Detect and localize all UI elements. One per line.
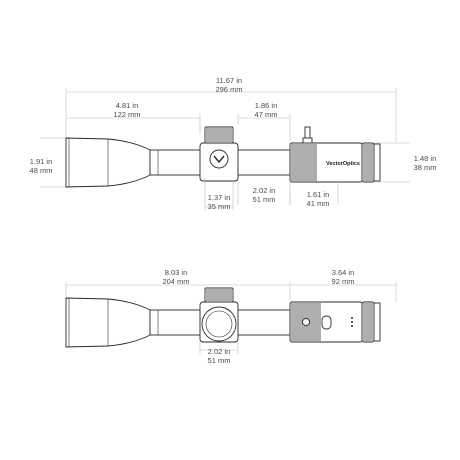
mounting-length-dimension: 2.02 in 51 mm [237, 180, 291, 205]
rear-length-mm: 92 mm [332, 277, 355, 286]
eyepiece-diameter-dimension: 1.48 in 38 mm [372, 142, 437, 183]
ocular-length-dimension: 1.61 in 41 mm [289, 182, 339, 208]
objective-section-dimension: 4.81 in 122 mm [66, 101, 201, 134]
overall-length-dimension: 11.67 in 296 mm [65, 76, 397, 142]
overall-length-in: 11.67 in [216, 76, 242, 85]
side-mounting-length-mm: 51 mm [208, 356, 231, 365]
rear-section-in: 1.86 in [255, 101, 278, 110]
objective-section-mm: 122 mm [113, 110, 140, 119]
front-length-in: 8.03 in [165, 268, 188, 277]
objective-diameter-in: 1.91 in [30, 157, 53, 166]
scope-top-view: VectorOptics [65, 126, 381, 188]
eyepiece-diameter-mm: 38 mm [414, 163, 437, 172]
mounting-length-in: 2.02 in [253, 186, 276, 195]
objective-section-in: 4.81 in [116, 101, 139, 110]
mounting-length-mm: 51 mm [253, 195, 276, 204]
ocular-length-mm: 41 mm [307, 199, 330, 208]
objective-diameter-dimension: 1.91 in 48 mm [30, 137, 70, 188]
front-length-dimension: 8.03 in 204 mm [65, 268, 291, 300]
scope-side-view [65, 287, 381, 348]
turret-height-dimension: 1.37 in 35 mm [204, 178, 234, 211]
brand-logo-text: VectorOptics [326, 161, 360, 167]
ocular-length-in: 1.61 in [307, 190, 330, 199]
rear-section-mm: 47 mm [255, 110, 278, 119]
turret-height-mm: 35 mm [208, 202, 231, 211]
front-length-mm: 204 mm [162, 277, 189, 286]
side-mounting-length-in: 2.02 in [208, 347, 231, 356]
rear-length-dimension: 3.64 in 92 mm [290, 268, 397, 302]
eyepiece-diameter-in: 1.48 in [414, 154, 437, 163]
side-view: 8.03 in 204 mm 3.64 in 92 mm [65, 268, 397, 365]
objective-diameter-mm: 48 mm [30, 166, 53, 175]
rear-section-dimension: 1.86 in 47 mm [237, 101, 291, 142]
top-view: 11.67 in 296 mm 4.81 in 122 mm 1.86 in 4… [30, 76, 437, 211]
side-mounting-length-dimension: 2.02 in 51 mm [199, 342, 239, 365]
overall-length-mm: 296 mm [215, 85, 242, 94]
turret-height-in: 1.37 in [208, 193, 231, 202]
rear-length-in: 3.64 in [332, 268, 355, 277]
